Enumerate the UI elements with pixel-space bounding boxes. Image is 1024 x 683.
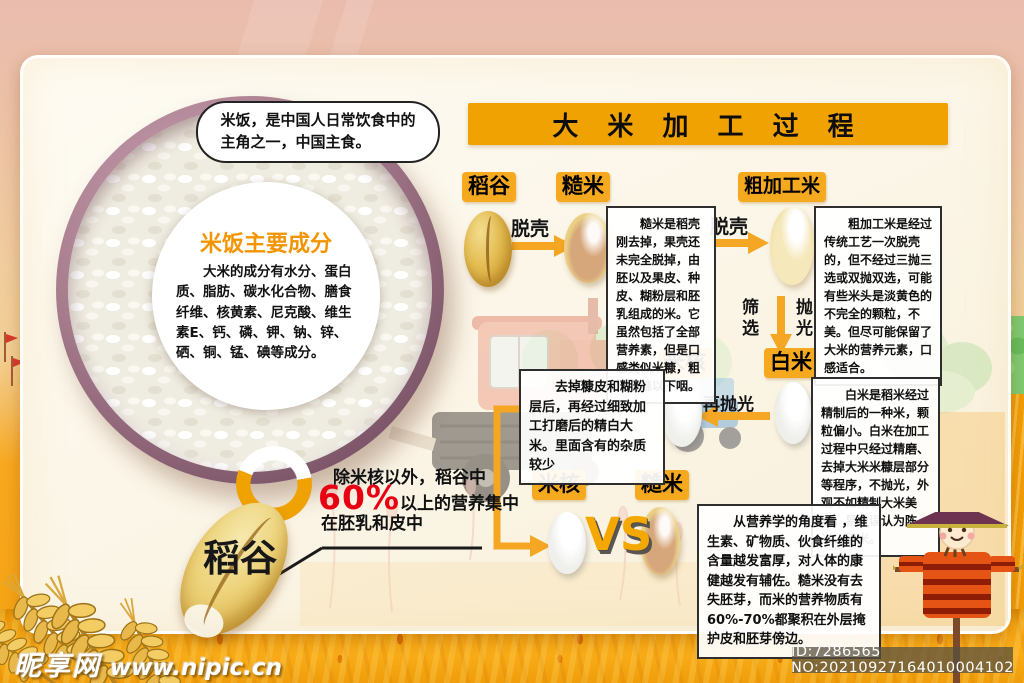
desc-box-vs: 从营养学的角度看 ，维生素、矿物质、伙食纤维的含量越发富厚，对人体的康健越发有辅… — [697, 504, 881, 659]
callout-line3: 在胚乳和皮中 — [321, 514, 423, 534]
red-flag-icon — [2, 332, 18, 362]
bubble-text: 米饭，是中国人日常饮食中的 主角之一，中国主食。 — [208, 110, 427, 154]
chip-paddy: 稻谷 — [462, 172, 516, 203]
arrow-label-dehull1: 脱壳 — [511, 218, 550, 240]
desc-box-rice-core: 去掉糠皮和糊粉层后，再经过细致加工打磨后的精白大米。里面含有的杂质较少 — [519, 369, 665, 485]
bubble-line1: 米饭，是中国人日常饮食中的 — [220, 111, 416, 130]
site-name: 昵享网 — [14, 651, 101, 682]
paddy-grain-icon — [464, 211, 512, 287]
image-id-badge: ID:7286565 NO:20210927164010004102 — [791, 644, 1014, 676]
speech-bubble: 米饭，是中国人日常饮食中的 主角之一，中国主食。 — [196, 101, 440, 163]
white-rice-grain-icon — [775, 382, 811, 444]
chip-coarse-rice: 粗加工米 — [738, 172, 827, 202]
coarse-rice-grain-icon — [770, 207, 814, 285]
vs-brown-rice-grain-icon — [640, 507, 680, 575]
composition-circle: 米饭主要成分 大米的成分有水分、蛋白质、脂肪、碳水化合物、膳食纤维、核黄素、尼克… — [152, 182, 380, 410]
brown-rice-grain-icon — [564, 213, 612, 283]
vs-text: VS — [585, 508, 653, 561]
callout-line1: 除米核以外，稻谷中 — [333, 468, 486, 488]
callout-percent: 60% — [318, 478, 400, 517]
red-flag-icon — [9, 356, 25, 386]
composition-title: 米饭主要成分 — [199, 232, 332, 257]
site-url: www.nipic.cn — [110, 655, 282, 681]
chip-brown-rice: 糙米 — [556, 172, 610, 203]
arrow-label-dehull2: 脱壳 — [710, 216, 749, 238]
arrow-label-sieve: 筛选 — [742, 298, 759, 340]
composition-body: 大米的成分有水分、蛋白质、脂肪、碳水化合物、膳食纤维、核黄素、尼克酸、维生素E、… — [176, 264, 352, 361]
callout-line2-text: 以上的营养集中 — [400, 494, 519, 514]
desc-box-coarse-rice: 粗加工米是经过传统工艺一次脱壳的，但不经过三抛三选或双抛双选，可能有些米头是淡黄… — [814, 206, 942, 386]
title-banner: 大 米 加 工 过 程 — [468, 103, 948, 145]
big-paddy-label: 稻谷 — [203, 537, 277, 580]
arrow-label-polish: 抛光 — [796, 298, 813, 340]
vs-rice-core-grain-icon — [548, 512, 586, 574]
page-title: 大 米 加 工 过 程 — [552, 111, 864, 142]
site-watermark: 昵享网 www.nipic.cn — [14, 644, 282, 683]
bubble-line2: 主角之一，中国主食。 — [220, 133, 371, 151]
callout-line2: 60% 以上的营养集中 — [318, 478, 519, 517]
chip-white-rice: 白米 — [764, 348, 818, 379]
